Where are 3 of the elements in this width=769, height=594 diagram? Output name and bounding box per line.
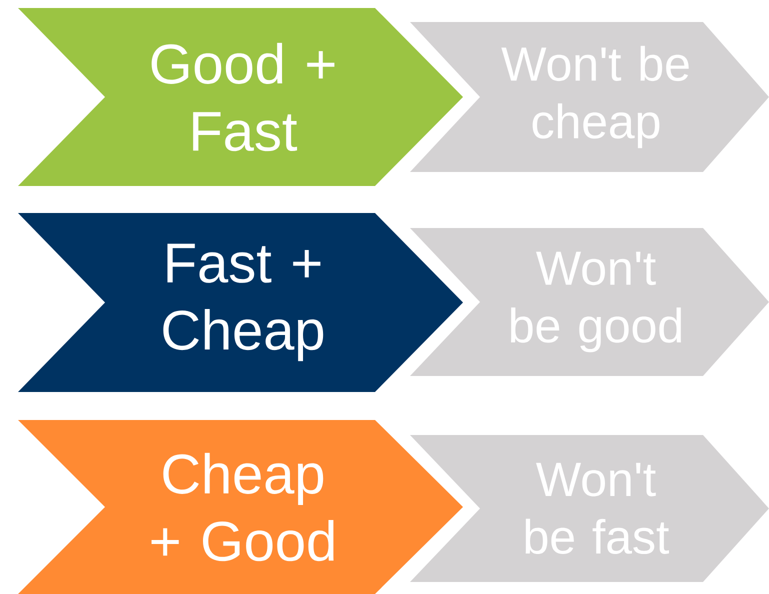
- banner: Good + Fast: [18, 8, 463, 186]
- banner: Fast + Cheap: [18, 213, 463, 392]
- banner: Cheap + Good: [18, 420, 463, 594]
